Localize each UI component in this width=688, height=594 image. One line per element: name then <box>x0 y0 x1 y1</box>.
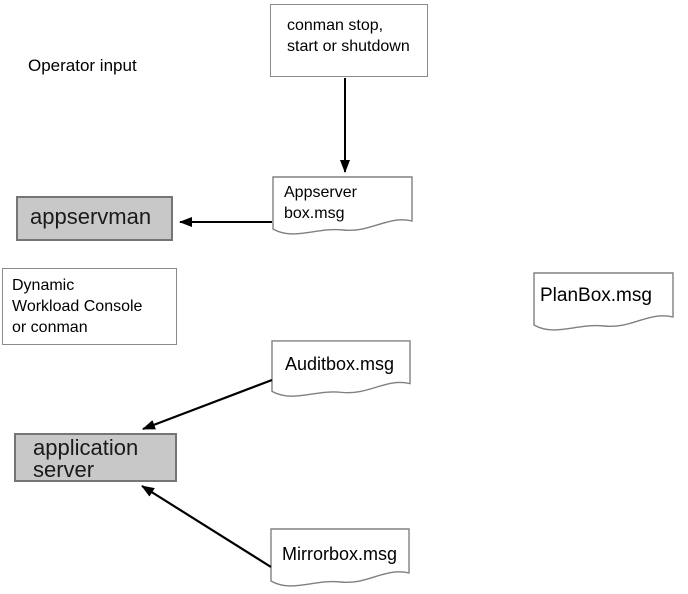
document-shape-outline <box>533 272 674 331</box>
document-shape-outline <box>271 340 411 397</box>
document-shape-outline <box>272 176 413 235</box>
auditbox-document: Auditbox.msg <box>271 340 411 404</box>
mirrorbox-label: Mirrorbox.msg <box>282 544 398 564</box>
dwc-line3: or conman <box>12 319 88 336</box>
auditbox-label: Auditbox.msg <box>285 354 395 374</box>
application-server-node: application server <box>14 433 177 482</box>
appservman-node: appservman <box>16 196 173 241</box>
appserver-boxmsg-line1: Appserver <box>284 184 357 201</box>
application-server-line2: server <box>33 457 95 482</box>
dwc-line1: Dynamic <box>12 277 75 294</box>
dwc-line2: Workload Console <box>12 298 143 315</box>
operator-input-label: Operator input <box>28 56 137 75</box>
appservman-label: appservman <box>30 204 152 229</box>
planbox-document: PlanBox.msg <box>533 272 674 338</box>
dwc-box: Dynamic Workload Console or conman <box>2 268 177 345</box>
conman-command-line2: start or shutdown <box>287 38 410 55</box>
document-shape-outline <box>270 528 410 587</box>
planbox-label: PlanBox.msg <box>540 285 652 306</box>
arrow-auditbox-to-application-server <box>142 378 273 431</box>
appserver-boxmsg-line2: box.msg <box>284 205 345 222</box>
mirrorbox-document: Mirrorbox.msg <box>270 528 410 594</box>
appserver-boxmsg-document: Appserver box.msg <box>272 176 413 242</box>
conman-command-box: conman stop, start or shutdown <box>270 4 428 77</box>
conman-command-line1: conman stop, <box>287 17 384 34</box>
arrow-mirrorbox-to-application-server <box>141 485 272 568</box>
application-server-line1: application <box>33 435 139 460</box>
